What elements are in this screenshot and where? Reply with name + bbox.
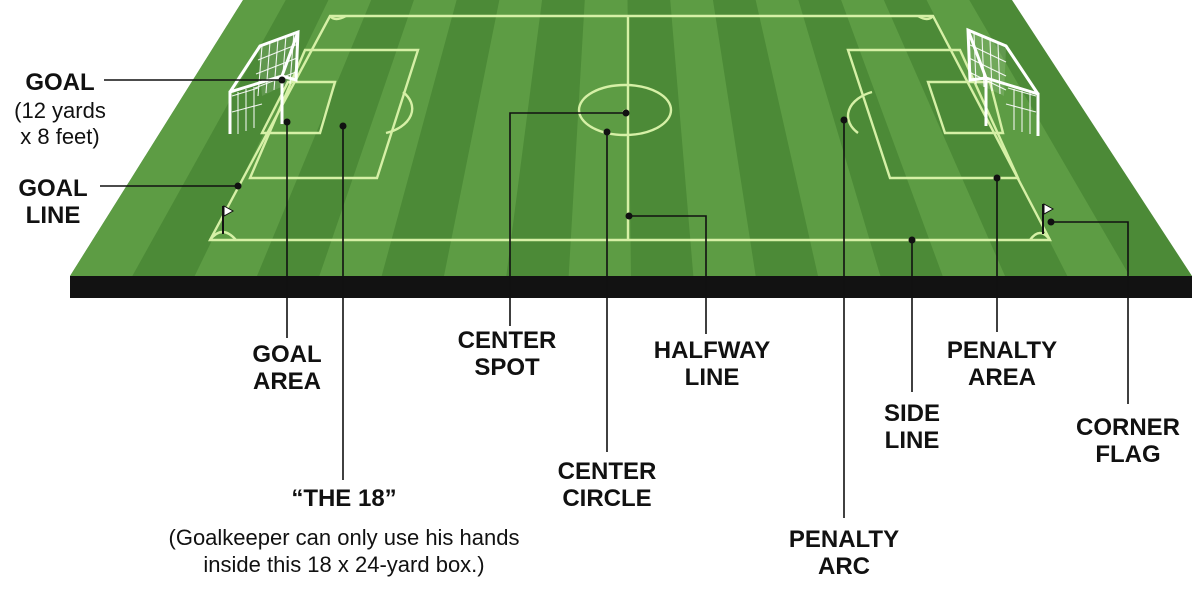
label-goal-line: GOAL LINE: [18, 175, 87, 229]
label-penalty-area-b: AREA: [968, 364, 1036, 391]
grass-stripe: [670, 0, 756, 276]
label-the-18-line1: (Goalkeeper can only use his hands: [169, 525, 520, 550]
label-center-circle-a: CENTER: [558, 458, 657, 485]
label-the-18-line2: inside this 18 x 24-yard box.): [203, 552, 484, 577]
corner-arc-tl: [329, 14, 347, 21]
right-goal-area: [926, 80, 1005, 135]
label-penalty-area-a: PENALTY: [947, 337, 1057, 364]
left-goal-area: [260, 80, 337, 135]
leader-corner-flag: [1051, 221, 1129, 404]
grass-stripes: [70, 0, 1130, 276]
field-markings: [207, 14, 1052, 242]
label-center-circle: CENTER CIRCLE: [558, 458, 657, 512]
grass-stripe: [70, 0, 286, 276]
label-goal: GOAL (12 yards x 8 feet): [14, 69, 106, 149]
label-center-spot: CENTER SPOT: [458, 327, 557, 381]
label-corner-flag-b: FLAG: [1095, 441, 1160, 468]
label-center-circle-b: CIRCLE: [562, 485, 651, 512]
corner-flag-right: [1042, 203, 1055, 234]
leader-lines: [100, 76, 1129, 518]
label-corner-flag: CORNER FLAG: [1076, 414, 1180, 468]
label-halfway-line-b: LINE: [685, 364, 740, 391]
label-penalty-area: PENALTY AREA: [947, 337, 1057, 391]
grass-stripe: [841, 0, 1005, 276]
label-goal-line-a: GOAL: [18, 175, 87, 202]
label-side-line: SIDE LINE: [884, 400, 940, 454]
left-penalty-arc: [385, 91, 414, 135]
corner-arc-tr: [917, 14, 934, 21]
left-penalty-area: [248, 48, 420, 180]
label-side-line-a: SIDE: [884, 400, 940, 427]
label-penalty-arc: PENALTY ARC: [789, 526, 899, 580]
label-goal-line2: x 8 feet): [20, 124, 99, 149]
label-center-spot-b: SPOT: [474, 354, 540, 381]
pitch-base: [70, 276, 1192, 298]
label-goal-area-b: AREA: [253, 368, 321, 395]
right-goal: [966, 27, 1040, 136]
label-the-18-title: “THE 18”: [291, 485, 396, 512]
left-goal-net: [231, 31, 299, 134]
label-penalty-arc-a: PENALTY: [789, 526, 899, 553]
grass-stripe: [926, 0, 1130, 276]
label-the-18: “THE 18” (Goalkeeper can only use his ha…: [169, 485, 520, 577]
grass-stripe: [444, 0, 543, 276]
label-side-line-b: LINE: [885, 427, 940, 454]
leader-halfway-line: [629, 215, 707, 334]
label-goal-line-b: LINE: [26, 202, 81, 229]
label-center-spot-a: CENTER: [458, 327, 557, 354]
corner-flag-left: [222, 205, 235, 234]
right-penalty-arc: [846, 90, 873, 134]
label-halfway-line-a: HALFWAY: [654, 337, 770, 364]
left-goal: [228, 29, 300, 134]
grass-stripe: [755, 0, 881, 276]
label-halfway-line: HALFWAY LINE: [654, 337, 770, 391]
grass-stripe: [319, 0, 457, 276]
corner-arc-br: [1029, 231, 1051, 241]
label-goal-title: GOAL: [25, 69, 94, 96]
center-circle-mark: [577, 83, 673, 137]
grass-stripe: [194, 0, 372, 276]
label-goal-area-a: GOAL: [252, 341, 321, 368]
grass-stripe: [568, 0, 631, 276]
right-goal-net: [967, 32, 1037, 134]
leader-center-spot: [509, 112, 626, 326]
label-penalty-arc-b: ARC: [818, 553, 870, 580]
right-goal-frame: [966, 27, 1040, 136]
labels: GOAL (12 yards x 8 feet) GOAL LINE GOAL …: [14, 69, 1180, 580]
left-goal-frame: [228, 29, 300, 134]
label-goal-line1: (12 yards: [14, 98, 106, 123]
label-goal-area: GOAL AREA: [252, 341, 321, 395]
right-penalty-area: [846, 48, 1020, 180]
label-corner-flag-a: CORNER: [1076, 414, 1180, 441]
pitch: [70, 0, 1192, 298]
